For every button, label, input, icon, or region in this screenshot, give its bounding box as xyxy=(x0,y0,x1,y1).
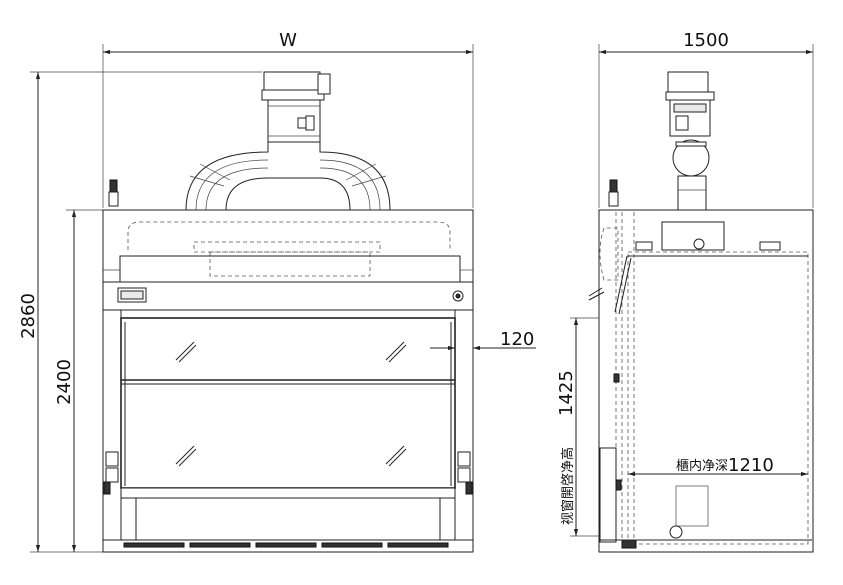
inner-depth-value: 1210 xyxy=(728,455,774,476)
left-indicator-lamp xyxy=(108,179,119,207)
width-label: W xyxy=(279,30,297,51)
control-panel-strip xyxy=(102,281,474,311)
total-height-dimension: 2860 xyxy=(18,71,262,553)
inner-depth-dimension: 櫃内净深 1210 xyxy=(628,455,808,477)
front-view: W 2860 2400 xyxy=(18,30,536,553)
sash-offset-label: 120 xyxy=(500,329,534,350)
inner-depth-label: 櫃内净深 xyxy=(676,458,728,474)
side-exhaust-collar xyxy=(665,71,715,211)
side-indicator-lamp xyxy=(608,179,619,207)
side-view: 1500 xyxy=(556,30,814,553)
front-side-posts xyxy=(102,309,474,547)
exhaust-collar xyxy=(261,71,331,143)
sash-opening-label: 视窗開啓净高 xyxy=(560,447,576,525)
sash-offset-dimension: 120 xyxy=(430,329,536,351)
width-dimension: W xyxy=(102,30,474,208)
body-height-label: 2400 xyxy=(54,359,75,405)
side-width-dimension: 1500 xyxy=(598,30,814,208)
side-width-label: 1500 xyxy=(683,30,729,51)
sash-window xyxy=(120,317,456,489)
sash-opening-dimension: 视窗開啓净高 1425 xyxy=(556,317,599,537)
total-height-label: 2860 xyxy=(18,293,39,339)
front-cabinet-top xyxy=(102,209,474,283)
side-cabinet-body xyxy=(588,209,814,553)
duct-transition xyxy=(185,141,391,211)
body-height-dimension: 2400 xyxy=(54,209,103,552)
front-base xyxy=(102,487,474,553)
sash-opening-value: 1425 xyxy=(556,370,577,416)
